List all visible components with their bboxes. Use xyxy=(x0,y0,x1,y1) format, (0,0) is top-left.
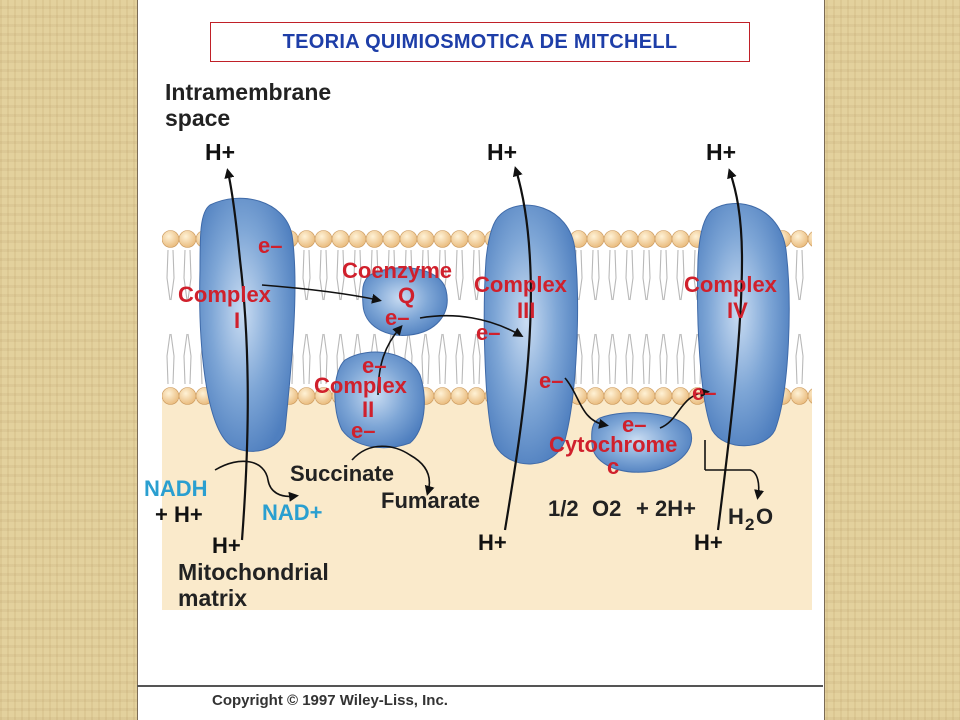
fumarate-label: Fumarate xyxy=(381,488,480,513)
nad-plus-label: NAD+ xyxy=(262,500,323,525)
electron-label-iii-in: e– xyxy=(476,320,500,345)
complex-i-label: Complex xyxy=(178,282,272,307)
complex-iii-label: Complex xyxy=(474,272,568,297)
complex-ii-number: II xyxy=(362,397,374,422)
cytochrome-c-letter: c xyxy=(607,454,619,479)
matrix-label-2: matrix xyxy=(178,585,247,611)
footer-divider xyxy=(137,685,823,687)
oxygen-fraction: 1/2 xyxy=(548,496,579,521)
electron-label-ii-top: e– xyxy=(362,353,386,378)
intermembrane-label-1: Intramembrane xyxy=(165,79,331,105)
proton-channel-iv xyxy=(716,168,744,531)
complex-iv-shape xyxy=(697,203,790,447)
electron-path-i-to-q xyxy=(261,284,382,304)
proton-label-bottom-iv: H+ xyxy=(694,530,723,555)
succinate-reaction-arrow xyxy=(351,445,435,496)
nadh-plus-h-label: + H+ xyxy=(155,502,203,527)
oxygen-formula: O2 xyxy=(592,496,621,521)
copyright-text: Copyright © 1997 Wiley-Liss, Inc. xyxy=(212,692,448,709)
nadh-reaction-arrow xyxy=(214,460,299,502)
water-o: O xyxy=(756,504,773,529)
electron-path-iii-to-cyt xyxy=(564,377,609,429)
oxygen-protons: + 2H+ xyxy=(636,496,696,521)
proton-label-top-iv: H+ xyxy=(706,139,736,165)
complex-iii-shape xyxy=(483,204,578,465)
water-subscript: 2 xyxy=(745,515,754,534)
nadh-label: NADH xyxy=(144,476,208,501)
title-text: TEORIA QUIMIOSMOTICA DE MITCHELL xyxy=(282,30,678,53)
complex-ii-shape xyxy=(334,351,425,449)
electron-path-ii-to-q xyxy=(377,324,403,396)
complex-i-number: I xyxy=(234,308,240,333)
intermembrane-label-2: space xyxy=(165,105,230,131)
coenzyme-q-letter: Q xyxy=(398,283,415,308)
electron-label-iii-out: e– xyxy=(539,368,563,393)
electron-label-ii-bottom: e– xyxy=(351,418,375,443)
cytochrome-c-shape xyxy=(591,412,692,473)
proton-label-top-iii: H+ xyxy=(487,139,517,165)
electron-path-q-to-iii xyxy=(419,314,524,337)
page-title: TEORIA QUIMIOSMOTICA DE MITCHELL xyxy=(210,22,750,62)
proton-label-bottom-i: H+ xyxy=(212,533,241,558)
electron-path-cyt-to-iv xyxy=(659,387,710,429)
electron-label-i: e– xyxy=(258,233,282,258)
oxygen-reaction-arrow xyxy=(705,469,764,500)
proton-label-top-i: H+ xyxy=(205,139,235,165)
complex-ii-label: Complex xyxy=(314,373,408,398)
complex-i-shape xyxy=(199,197,296,452)
water-h: H xyxy=(728,504,744,529)
succinate-label: Succinate xyxy=(290,461,394,486)
complex-iv-number: IV xyxy=(727,298,748,323)
proton-channel-iii xyxy=(503,166,532,531)
matrix-label-1: Mitochondrial xyxy=(178,559,329,585)
coenzyme-q-label: Coenzyme xyxy=(342,258,452,283)
complex-iv-label: Complex xyxy=(684,272,778,297)
complex-iii-number: III xyxy=(517,298,535,323)
proton-label-bottom-iii: H+ xyxy=(478,530,507,555)
electron-label-iv: e– xyxy=(692,380,716,405)
proton-channel-i xyxy=(224,168,249,541)
cytochrome-c-label: Cytochrome xyxy=(549,432,677,457)
electron-label-q: e– xyxy=(385,305,409,330)
electron-label-cyt: e– xyxy=(622,412,646,437)
